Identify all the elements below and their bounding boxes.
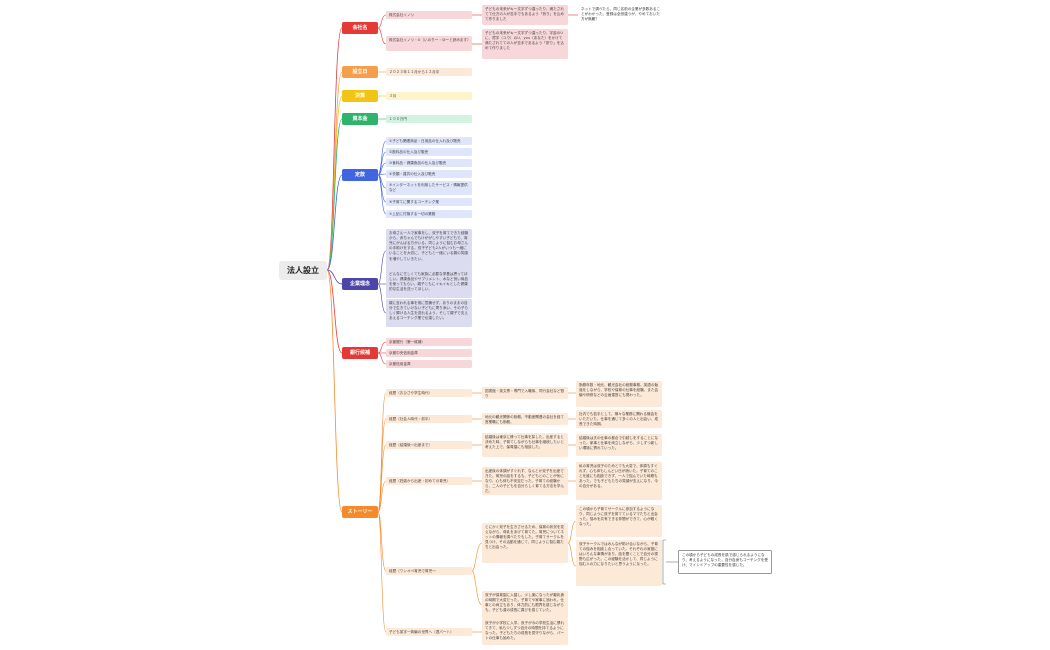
story-item[interactable]: 経歴（おひさや学生時代）: [386, 389, 472, 397]
category-company[interactable]: 会社名: [342, 22, 378, 34]
story-item[interactable]: 子ども英字一斉編の世界へ（週パート）: [386, 628, 472, 636]
story-item[interactable]: 経歴（ワンオペ育児で育児～: [386, 567, 472, 575]
articles-item[interactable]: ①子ども関連商品・日用品の仕入れ及び販売: [386, 137, 472, 145]
company-note-2[interactable]: ネットで調べたら、同じ名前の企業が多数あることがわかった。登録は全然違うが、やめ…: [578, 5, 664, 25]
story-sub[interactable]: 双子が保育園に入園し、少し楽になったが離乳食の時期で大変だった。子育てや家事に追…: [482, 591, 568, 619]
story-note[interactable]: この頃から子育てサークルに参加するようになり、同じように双子を育てているママたち…: [576, 505, 662, 537]
category-philosophy[interactable]: 企業理念: [342, 278, 378, 290]
articles-item[interactable]: ⑤インターネットを利用したサービス・情報提供など: [386, 181, 472, 195]
philosophy-item[interactable]: お母さん一人で家事をし、双子を育てできた経験から、赤ちゃんでもけががしやすい子ど…: [386, 229, 472, 271]
story-note[interactable]: 結婚後は夫の仕事の都合で引越しをすることになった。家事と仕事を両立しながら、少し…: [576, 434, 662, 456]
articles-item[interactable]: ②飲料品の仕入及び販売: [386, 148, 472, 156]
company-item[interactable]: 株式会社イノリ・U（いのりー・ゆーと読みます）: [386, 36, 472, 51]
category-fiscal[interactable]: 決算: [342, 90, 378, 102]
story-note[interactable]: 社内でも若手として、様々な業務に関わる機会をいただいた。仕事を通じて多くの人と出…: [576, 410, 662, 428]
story-note[interactable]: 勤務年数・地元、観光会社の総務事務。英語の勉強をしながら、学校や保育の仕事を経験…: [576, 381, 662, 407]
bank-item[interactable]: 京都銀行（第一候補）: [386, 338, 472, 346]
story-sub[interactable]: 図書館・英文専・専門で入職後、同行会社など割り: [482, 387, 568, 399]
bank-item[interactable]: 京都中央信用金庫: [386, 349, 472, 357]
category-founded[interactable]: 設立日: [342, 66, 378, 78]
story-sub[interactable]: 双子が小学校に入学。双子が今の学校生活に慣れてきて、私も少しずつ自分の時間を持て…: [482, 619, 568, 645]
company-note[interactable]: 子どもの未来がキ一文字ずつ違ったり、満たされてて仕方の人が苦手でもあるよう「祈り…: [482, 5, 568, 25]
category-bank[interactable]: 銀行候補: [342, 347, 378, 359]
founded-value[interactable]: ２０２３年１１月から１２月中: [386, 68, 472, 76]
category-articles[interactable]: 定款: [342, 169, 378, 181]
category-story[interactable]: ストーリー: [342, 506, 378, 518]
philosophy-item[interactable]: どんなに忙しくても家族に必要な栄養は摂ってほしい。健康食品やサプリメント、水など…: [386, 270, 472, 298]
story-sub[interactable]: とにかく双子を生きさせるため、保育の状況を変えながら、母乳をあげて育てた。育児に…: [482, 523, 568, 563]
company-item[interactable]: 株式会社イノリ: [386, 11, 472, 19]
story-sub[interactable]: 結婚後は東京に移って仕事を探した。出産すると決めた時、子育てしながらも仕事を継続…: [482, 433, 568, 457]
story-callout[interactable]: この頃から子どもの成長を肌で感じられるようになり、考えるようになった。自分自身も…: [678, 550, 772, 574]
articles-item[interactable]: ③食料品・健康食品の仕入及び販売: [386, 159, 472, 167]
story-note[interactable]: 双子サークルではみんなが助け合いながら、子育ての悩みを相談し合っていた。それぞれ…: [576, 540, 662, 586]
root-node[interactable]: 法人設立: [279, 261, 327, 280]
capital-value[interactable]: １００万円: [386, 115, 472, 123]
category-capital[interactable]: 資本金: [342, 113, 378, 125]
fiscal-value[interactable]: ３月: [386, 92, 472, 100]
story-note[interactable]: 私の育児は双子のためとても大変で、体調もすぐれず、心も体もしんどい日が続いた。子…: [576, 462, 662, 500]
articles-item[interactable]: ⑥子育てに関するコーチング業: [386, 198, 472, 206]
philosophy-item[interactable]: 親に言われる事を常に意識せず、ありのままの自分で生きていけない子どもに寄り添い、…: [386, 299, 472, 327]
company-note[interactable]: 子どもの未来がキ一文字ずつ違ったり、宇宙のUに、賀宇（ユウ）のU、you（あなた…: [482, 29, 568, 59]
story-item[interactable]: 経歴（社会人時代・前半）: [386, 415, 472, 423]
articles-item[interactable]: ⑦上記に付随する一切の業務: [386, 210, 472, 218]
story-sub[interactable]: 出産後の体調がすぐれず、なんとか双子を出産できた。育児の話をするも、子どもとのこ…: [482, 467, 568, 495]
story-sub[interactable]: 地元の観光関係の勤務。不動産関連の会社を経て営業職にも勤務。: [482, 413, 568, 425]
story-item[interactable]: 経歴（妊娠から出産・初めての育児）: [386, 477, 472, 485]
story-item[interactable]: 経歴（結婚後～出産まで）: [386, 441, 472, 449]
bank-item[interactable]: 京都信用金庫: [386, 360, 472, 368]
articles-item[interactable]: ④衣類・雑貨の仕入及び販売: [386, 170, 472, 178]
